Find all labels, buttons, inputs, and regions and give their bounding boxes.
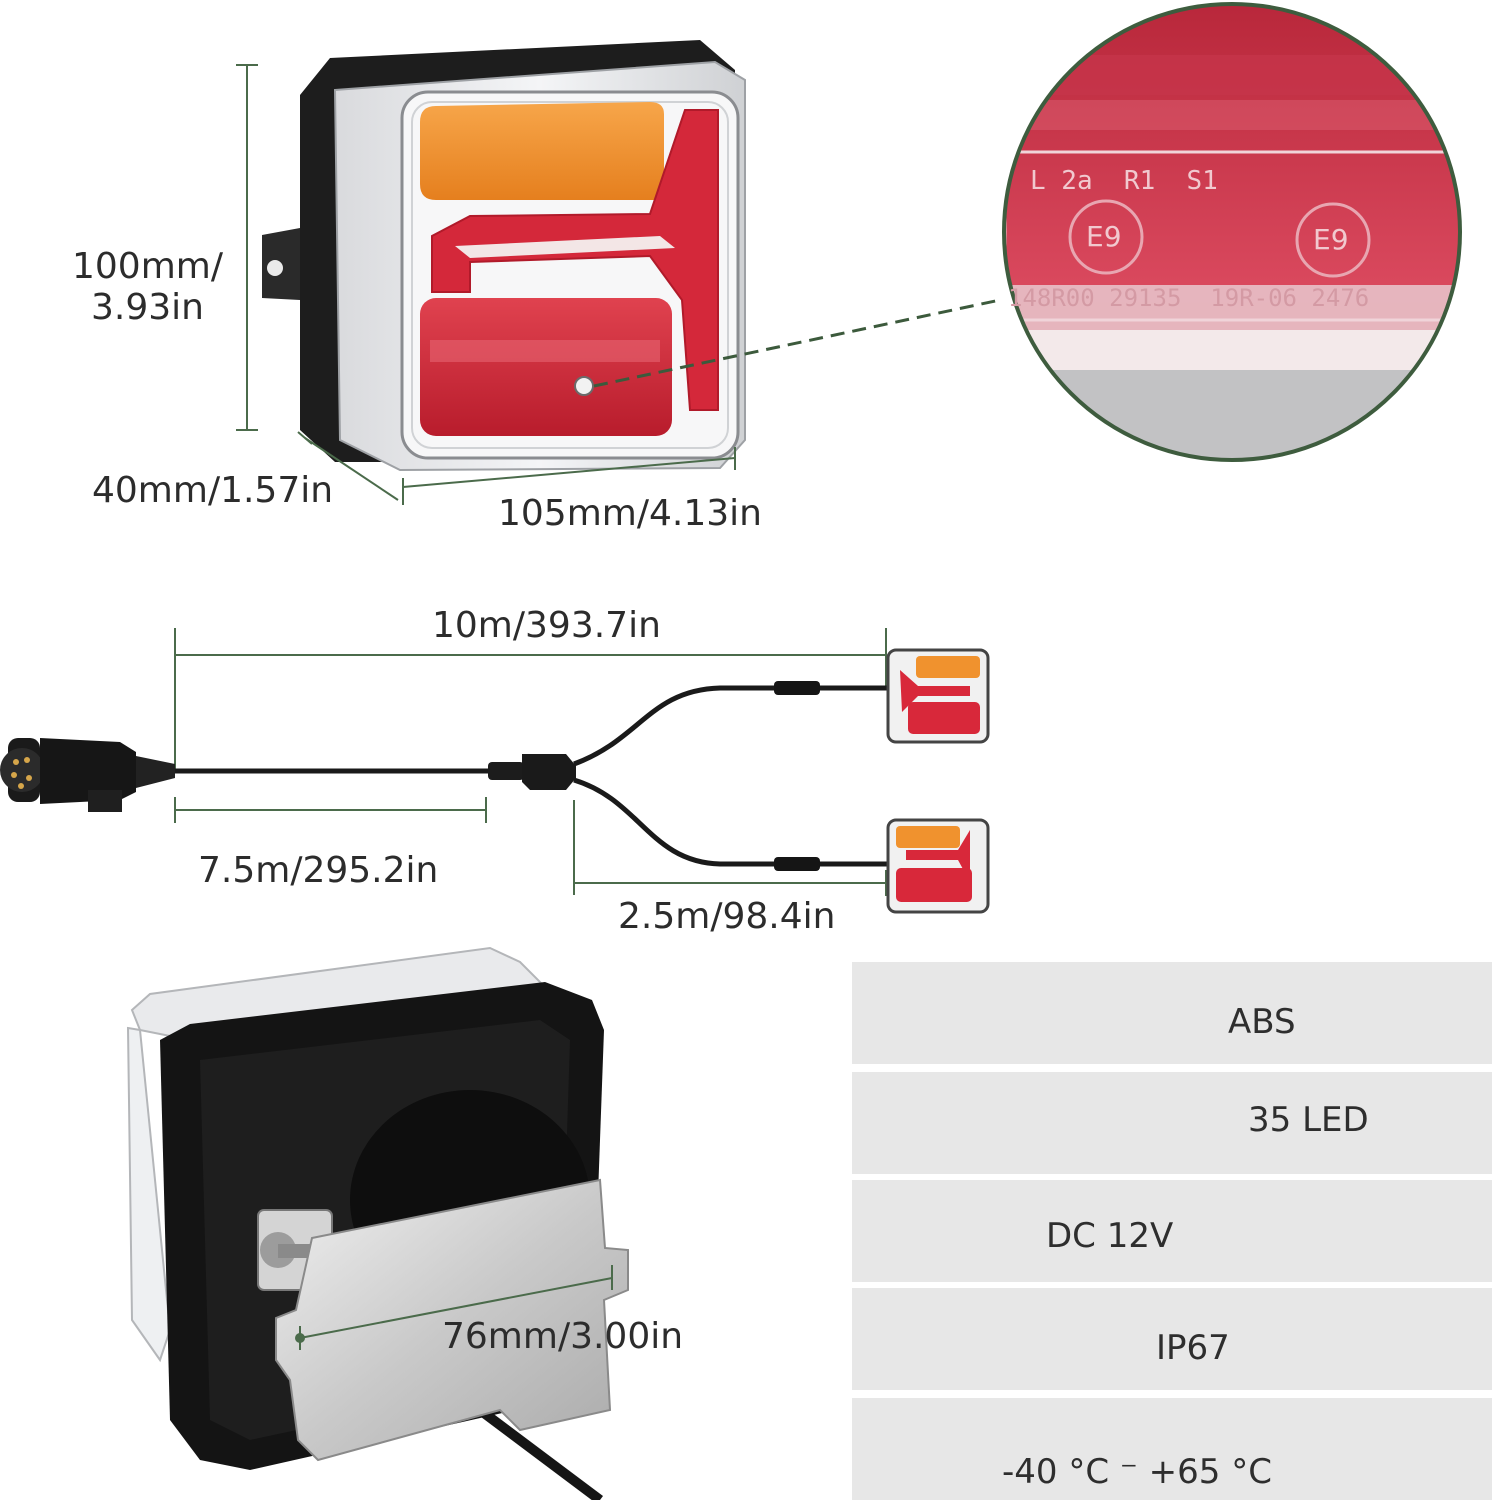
lens-emark-left: E9 [1086, 220, 1122, 253]
lens-marking-line1: L 2a R1 S1 [1030, 166, 1218, 196]
spec-voltage-value: DC 12V [1046, 1216, 1174, 1256]
height-dimension-label: 100mm/ 3.93in [72, 246, 223, 329]
bracket-width-label: 76mm/3.00in [442, 1316, 684, 1357]
spec-row-led: 35 LED [852, 1072, 1492, 1174]
cable-main-length-label: 7.5m/295.2in [198, 850, 439, 891]
trailer-plug [0, 738, 175, 812]
mounting-bracket [275, 1178, 629, 1462]
spec-temperature-value: -40 °C ⁻ +65 °C [1002, 1452, 1272, 1492]
spec-row-voltage: DC 12V [852, 1180, 1492, 1282]
mini-lamp-top [886, 648, 990, 744]
cable-branch-length-label: 2.5m/98.4in [618, 896, 836, 937]
cable-dimension-lines [174, 628, 887, 896]
lamp-front-housing [262, 40, 746, 472]
width-dimension-label: 105mm/4.13in [498, 493, 762, 534]
lens-marking-line2: 148R00 29135 19R-06 2476 [1008, 284, 1370, 312]
mini-lamp-bottom [886, 818, 990, 914]
front-dimension-lines [236, 64, 736, 505]
spec-led-value: 35 LED [1248, 1100, 1369, 1140]
cable-total-length-label: 10m/393.7in [432, 605, 661, 646]
spec-ip-value: IP67 [1156, 1328, 1230, 1368]
cable-splitter [488, 754, 576, 790]
zoom-leader-line [593, 298, 1001, 388]
spec-material-value: ABS [1228, 1002, 1296, 1042]
spec-row-ip-rating: IP67 [852, 1288, 1492, 1390]
spec-row-temperature: -40 °C ⁻ +65 °C [852, 1398, 1492, 1500]
spec-row-material: ABS [852, 962, 1492, 1064]
lens-emark-right: E9 [1313, 223, 1349, 256]
zoom-lens-detail [1002, 2, 1462, 462]
depth-dimension-label: 40mm/1.57in [92, 470, 334, 511]
